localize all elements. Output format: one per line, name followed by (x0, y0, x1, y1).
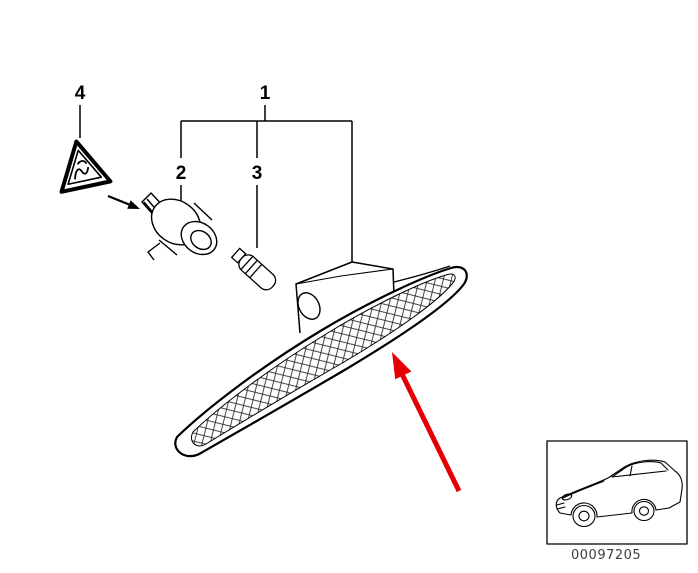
lens-hatch-face (191, 273, 456, 447)
callout-label-2[interactable]: 2 (176, 163, 187, 184)
reference-arrow-icon (107, 194, 140, 209)
car-thumbnail (546, 440, 688, 545)
red-pointer-arrow (392, 352, 462, 493)
callout-label-1[interactable]: 1 (260, 83, 271, 104)
bulb-drawing (230, 247, 277, 291)
side-marker-lamp-drawing (174, 261, 468, 458)
part-code: 00097205 (571, 548, 641, 563)
callout-label-4[interactable]: 4 (75, 83, 86, 104)
callout-label-3[interactable]: 3 (252, 163, 263, 184)
warning-triangle-icon (59, 139, 113, 194)
bulb-socket-drawing (141, 192, 218, 261)
car-thumbnail-frame (546, 440, 688, 545)
car-front-wheel (572, 504, 596, 528)
callout-bracket-1 (180, 105, 353, 263)
socket-opening (297, 292, 321, 320)
warning-symbol (74, 160, 89, 180)
car-grille (556, 502, 566, 510)
car-rear-wheel (633, 500, 655, 522)
car-headlight (561, 493, 573, 501)
car-body-outline (555, 459, 683, 514)
